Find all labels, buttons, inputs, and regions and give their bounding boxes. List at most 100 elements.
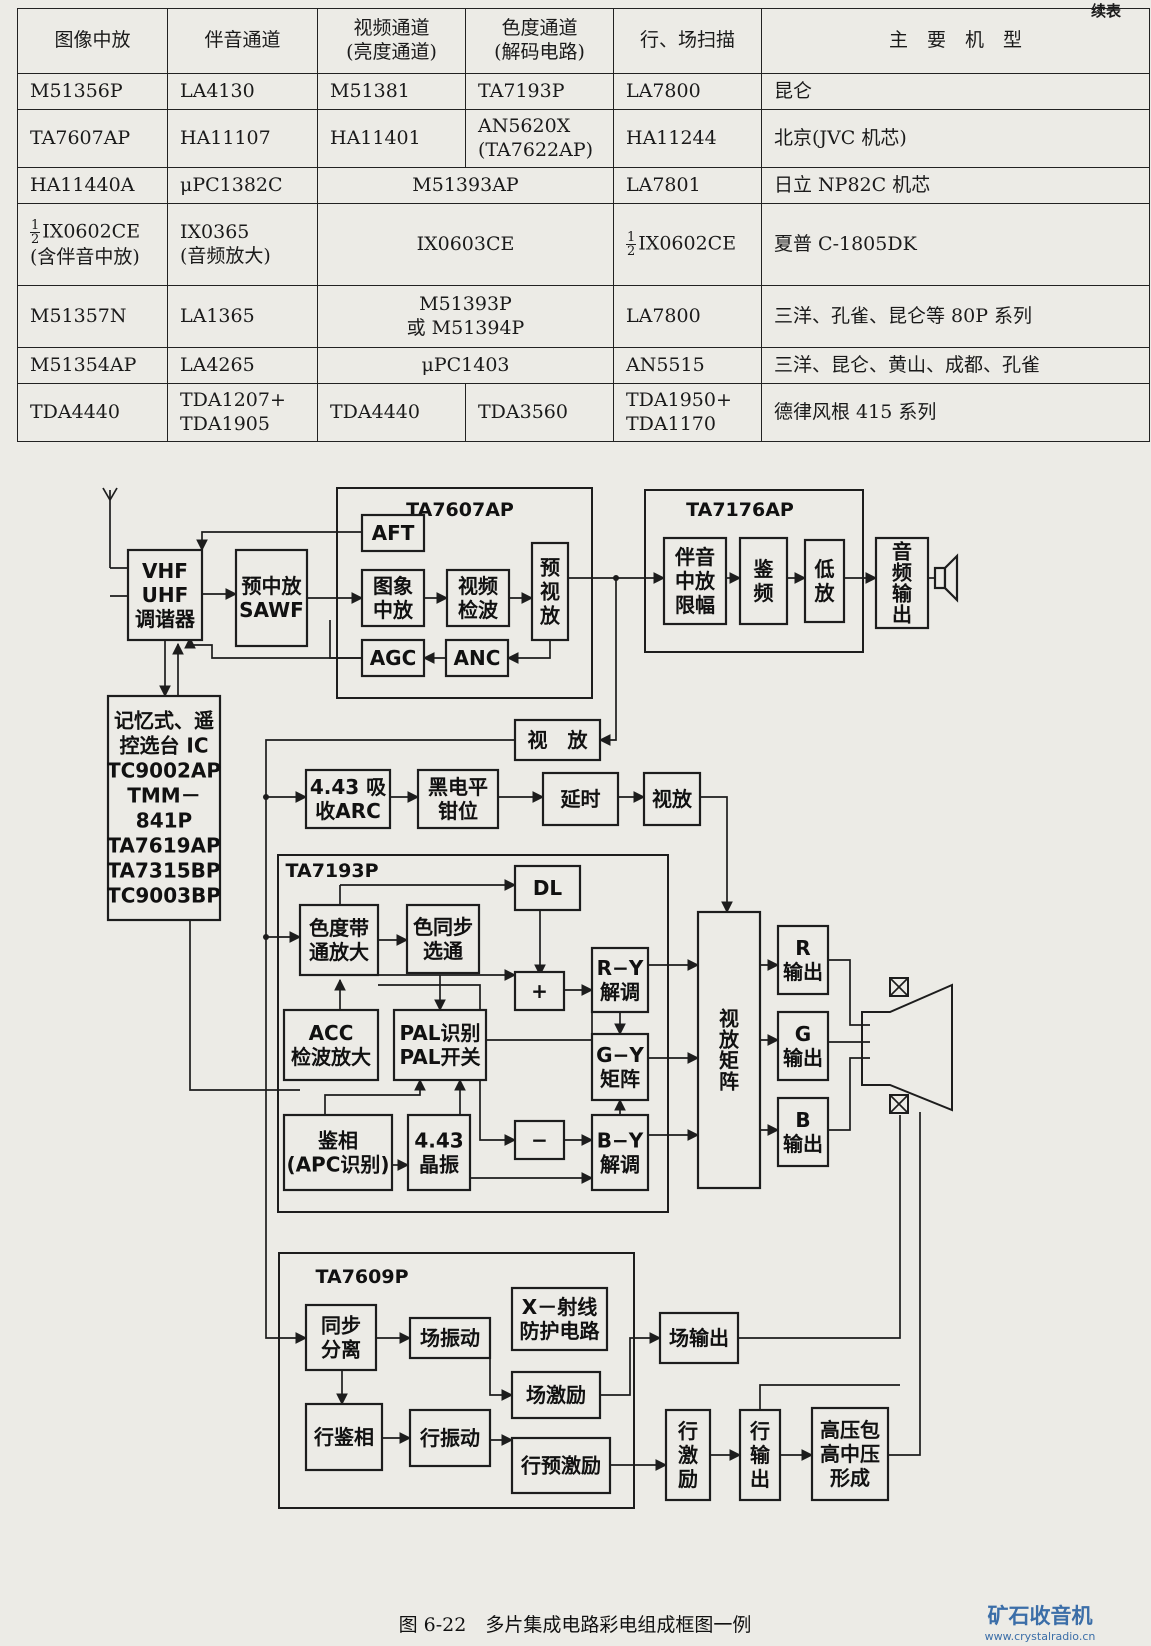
block-label: 高压包	[820, 1418, 880, 1442]
block-label: 841P	[136, 809, 192, 833]
table-cell: TA7607AP	[17, 109, 168, 168]
block-ry: R−Y解调	[590, 946, 650, 1014]
block-label: 预中放	[242, 574, 303, 598]
block-label: 解调	[600, 980, 640, 1004]
block-bout: B输出	[776, 1096, 830, 1168]
block-label: 色度带	[309, 916, 369, 940]
block-label: 分离	[321, 1338, 361, 1362]
block-hdrive: 行激励	[664, 1408, 712, 1502]
col-header-pif: 图像中放	[17, 8, 168, 74]
block-frame	[590, 1113, 650, 1192]
connection-lines	[159, 531, 921, 1471]
block-minus: −	[513, 1119, 566, 1161]
block-hout: 行输出	[738, 1408, 782, 1502]
block-label: B−Y	[597, 1129, 644, 1153]
block-frame	[658, 1311, 740, 1365]
block-frame	[513, 970, 566, 1012]
table-cell: M51381	[317, 73, 466, 110]
block-label: ANC	[454, 646, 501, 670]
block-frame	[776, 1096, 830, 1168]
block-frame	[738, 536, 789, 626]
block-label: 行振动	[419, 1426, 480, 1450]
block-gout: G输出	[776, 1010, 830, 1082]
block-label: 视	[719, 1007, 739, 1031]
block-label: 记忆式、遥	[114, 709, 214, 733]
table-cell: TDA3560	[465, 383, 614, 442]
block-label: 中放	[675, 569, 716, 593]
block-frame	[776, 924, 830, 996]
block-label: 控选台 IC	[119, 734, 208, 758]
block-label: B	[795, 1108, 810, 1132]
block-fmdet: 鉴频	[738, 536, 789, 626]
block-label: 出	[892, 603, 912, 627]
block-vout: 场输出	[658, 1311, 740, 1365]
block-label: 输出	[783, 960, 823, 984]
block-label: DL	[533, 876, 563, 900]
block-frame	[392, 1008, 488, 1082]
block-frame	[510, 1370, 602, 1420]
block-label: PAL开关	[399, 1045, 480, 1069]
table-cell: AN5620X (TA7622AP)	[465, 109, 614, 168]
block-label: 场激励	[526, 1383, 586, 1407]
block-label: 限幅	[675, 593, 715, 617]
block-label: 预	[540, 556, 560, 580]
table-cell: TA7193P	[465, 73, 614, 110]
block-label: G−Y	[596, 1043, 644, 1067]
block-label: SAWF	[239, 598, 304, 622]
table-cell: IX0603CE	[317, 203, 614, 286]
block-label: 音	[892, 540, 912, 564]
block-vamp1: 视 放	[513, 718, 602, 762]
table-cell: μPC1382C	[167, 167, 318, 204]
block-label: R	[795, 936, 810, 960]
block-frame	[662, 536, 728, 626]
table-cell: LA4265	[167, 347, 318, 384]
table-row: M51354AP LA4265 μPC1403 AN5515 三洋、昆仑、黄山、…	[17, 347, 1150, 384]
speaker-icon	[928, 553, 959, 603]
block-frame	[590, 1032, 650, 1102]
block-label: 低	[814, 557, 835, 581]
block-label: −	[531, 1128, 548, 1152]
block-label: +	[531, 979, 548, 1003]
table-cell: 北京(JVC 机芯)	[761, 109, 1150, 168]
col-header-scan: 行、场扫描	[613, 8, 762, 74]
block-label: 形成	[830, 1466, 870, 1490]
block-label: 鉴	[753, 557, 775, 581]
block-label: X－射线	[522, 1295, 597, 1319]
group-box-ta7607ap	[336, 487, 593, 699]
block-label: 鉴相	[317, 1129, 358, 1153]
table-cell: LA1365	[167, 285, 318, 348]
table-row: TA7607AP HA11107 HA11401 AN5620X (TA7622…	[17, 109, 1150, 168]
block-label: 解调	[600, 1153, 640, 1177]
block-label: AGC	[370, 646, 417, 670]
block-label: 视 放	[528, 728, 589, 752]
block-label: 色同步	[413, 915, 473, 939]
block-label: 检波放大	[291, 1045, 371, 1069]
table-cell: LA7801	[613, 167, 762, 204]
block-label: 放	[539, 604, 561, 628]
block-frame	[445, 568, 511, 628]
table-cell: TDA1950+ TDA1170	[613, 383, 762, 442]
block-label: 同步	[321, 1314, 361, 1338]
block-apc: 鉴相(APC识别)	[282, 1113, 394, 1192]
block-label: 输	[892, 582, 913, 606]
fraction-numerator: 1	[30, 218, 41, 234]
block-label: 出	[750, 1467, 770, 1491]
block-label: 励	[678, 1467, 698, 1491]
block-label: 矩	[719, 1049, 739, 1073]
table-cell: 日立 NP82C 机芯	[761, 167, 1150, 204]
block-frame	[282, 1113, 394, 1192]
table-cell: μPC1403	[317, 347, 614, 384]
block-frame	[510, 1286, 609, 1352]
table-cell: LA4130	[167, 73, 318, 110]
